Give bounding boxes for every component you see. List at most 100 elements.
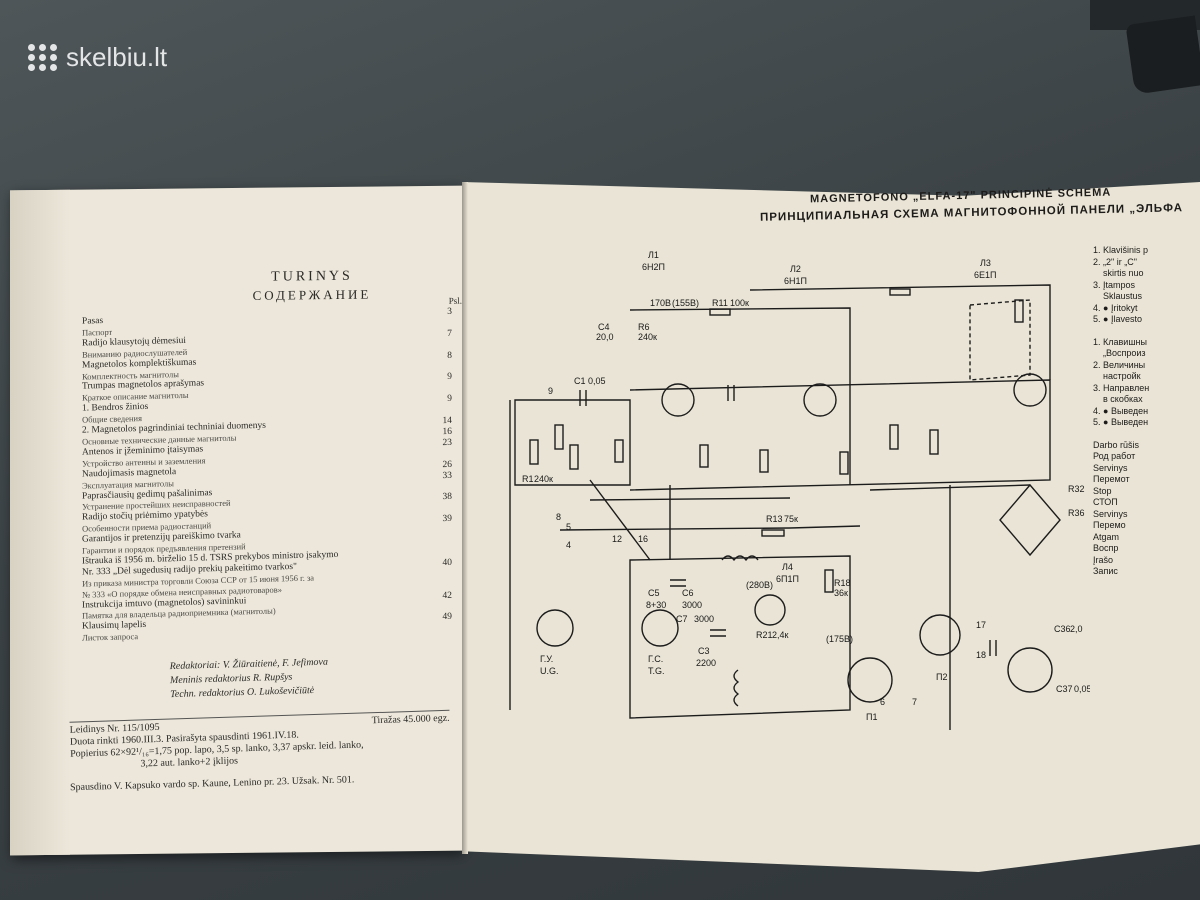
- legend-line: 5. ● Įlavesto: [1093, 314, 1142, 324]
- c6-value: 3000: [682, 600, 702, 610]
- toc-subtitle: СОДЕРЖАНИЕ: [252, 286, 372, 303]
- schematic-labels: Л1 6Н2П Л2 6Н1П Л3 6Е1П Л4 6П1П C4 20,0 …: [522, 250, 1090, 722]
- legend-line: 2. „2" ir „C": [1093, 256, 1137, 267]
- tg-label: T.G.: [648, 666, 665, 676]
- toc-entry-page: 16: [442, 426, 453, 438]
- toc-entry-text: Паспорт: [81, 326, 113, 338]
- tube-l2-type: 6Н1П: [784, 276, 807, 286]
- r13-label: R13: [766, 514, 783, 524]
- legend-line: Запис: [1093, 566, 1118, 576]
- gu-label: Г.У.: [540, 654, 553, 664]
- c4-value: 20,0: [596, 332, 614, 342]
- toc-entry-page: [432, 536, 452, 547]
- toc-entry-page: [432, 547, 452, 558]
- schematic-wires: [509, 284, 1061, 730]
- r11-label: R11: [712, 298, 728, 308]
- legend-line: „Воспроиз: [1093, 348, 1146, 358]
- r18-value: 36к: [834, 588, 848, 598]
- r13-value: 75к: [784, 514, 798, 524]
- printer-line: Spausdino V. Kapsuko vardo sp. Kaune, Le…: [69, 774, 355, 794]
- toc-entry-page: 8: [447, 350, 453, 361]
- legend-line: Sklaustus: [1093, 291, 1143, 301]
- legend-line: Darbo rūšis: [1093, 439, 1140, 450]
- legend-line: 1. Клавишны: [1093, 336, 1147, 347]
- socket-p2: П2: [936, 672, 947, 682]
- page-column-header: Psl.: [448, 295, 462, 306]
- gs-label: Г.С.: [648, 654, 663, 664]
- terminal-16: 16: [638, 534, 648, 544]
- c4-label: C4: [598, 322, 610, 332]
- terminal-5: 5: [566, 522, 571, 532]
- legend-line: skirtis nuo: [1093, 268, 1144, 278]
- legend-line: настройк: [1093, 371, 1141, 381]
- credit-line: Techn. redaktorius O. Lukoševičiūtė: [170, 685, 315, 701]
- voltage-175: (175В): [826, 634, 853, 644]
- toc-entry-text: Pasas: [81, 316, 104, 327]
- c5-value: 8+30: [646, 600, 666, 610]
- c5-label: C5: [648, 588, 660, 598]
- c37-label: C37: [1056, 684, 1073, 694]
- toc-entry-page: [432, 405, 452, 416]
- legend-line: 4. ● Выведен: [1093, 405, 1149, 416]
- toc-entry-page: [432, 340, 452, 351]
- toc-entry-page: [432, 503, 452, 514]
- voltage-280: (280В): [746, 580, 773, 590]
- r11-value: 100к: [730, 298, 749, 308]
- toc-entry-page: 9: [447, 394, 453, 405]
- imprint-print-run: Tiražas 45.000 egz.: [371, 712, 450, 727]
- r6-label: R6: [638, 322, 650, 332]
- c1-label: C1: [574, 376, 586, 386]
- book-fold: [462, 182, 468, 854]
- toc-entry-page: 14: [442, 415, 453, 427]
- toc-entry-page: [432, 449, 452, 460]
- toc-entry-page: [432, 623, 452, 634]
- c3-value: 2200: [696, 658, 716, 668]
- legend-line: [1093, 429, 1149, 440]
- terminal-8: 8: [556, 512, 561, 522]
- toc-entry-page: 3: [447, 306, 453, 318]
- toc-entry-text: Листок запроса: [81, 631, 139, 643]
- legend-line: 5. ● Выведен: [1093, 417, 1149, 427]
- voltage-155: (155В): [672, 298, 699, 308]
- legend-line: Перемо: [1093, 520, 1126, 530]
- r32-label: R32: [1068, 484, 1085, 494]
- toc-entry-page: 40: [442, 557, 453, 569]
- terminal-12: 12: [612, 534, 622, 544]
- dark-object-corner: [1125, 15, 1200, 95]
- legend-line: Įrašo: [1093, 554, 1114, 565]
- toc-entry-page: 7: [447, 328, 453, 339]
- tube-l4-type: 6П1П: [776, 574, 799, 584]
- tube-l1-label: Л1: [648, 250, 659, 260]
- c37-value: 0,05: [1074, 684, 1090, 694]
- legend-line: Servinys: [1093, 508, 1128, 519]
- watermark-text: skelbiu.lt: [66, 42, 168, 72]
- legend-line: Atgam: [1093, 531, 1120, 542]
- terminal-9: 9: [548, 386, 553, 396]
- legend-line: Stop: [1093, 485, 1112, 496]
- c6-label: C6: [682, 588, 694, 598]
- legend-line: [1093, 326, 1149, 337]
- terminal-17: 17: [976, 620, 986, 630]
- tube-l3-type: 6Е1П: [974, 270, 996, 280]
- toc-entry-page: [432, 569, 452, 580]
- c7-value: 3000: [694, 614, 714, 624]
- tube-l1-type: 6Н2П: [642, 262, 665, 272]
- legend-line: СТОП: [1093, 497, 1118, 507]
- toc-entry-page: 26: [442, 459, 453, 470]
- toc-entry-page: 39: [442, 514, 453, 525]
- toc-entry-page: [432, 580, 452, 591]
- socket-p1: П1: [866, 712, 877, 722]
- c3-label: C3: [698, 646, 710, 656]
- toc-entry-page: [432, 525, 452, 536]
- r18-label: R18: [834, 578, 851, 588]
- ug-label: U.G.: [540, 666, 559, 676]
- c36-value: 2,0: [1070, 624, 1083, 634]
- terminal-7: 7: [912, 697, 917, 707]
- c7-label: C7: [676, 614, 688, 624]
- tube-l3-label: Л3: [980, 258, 991, 268]
- r36-label: R36: [1068, 508, 1085, 518]
